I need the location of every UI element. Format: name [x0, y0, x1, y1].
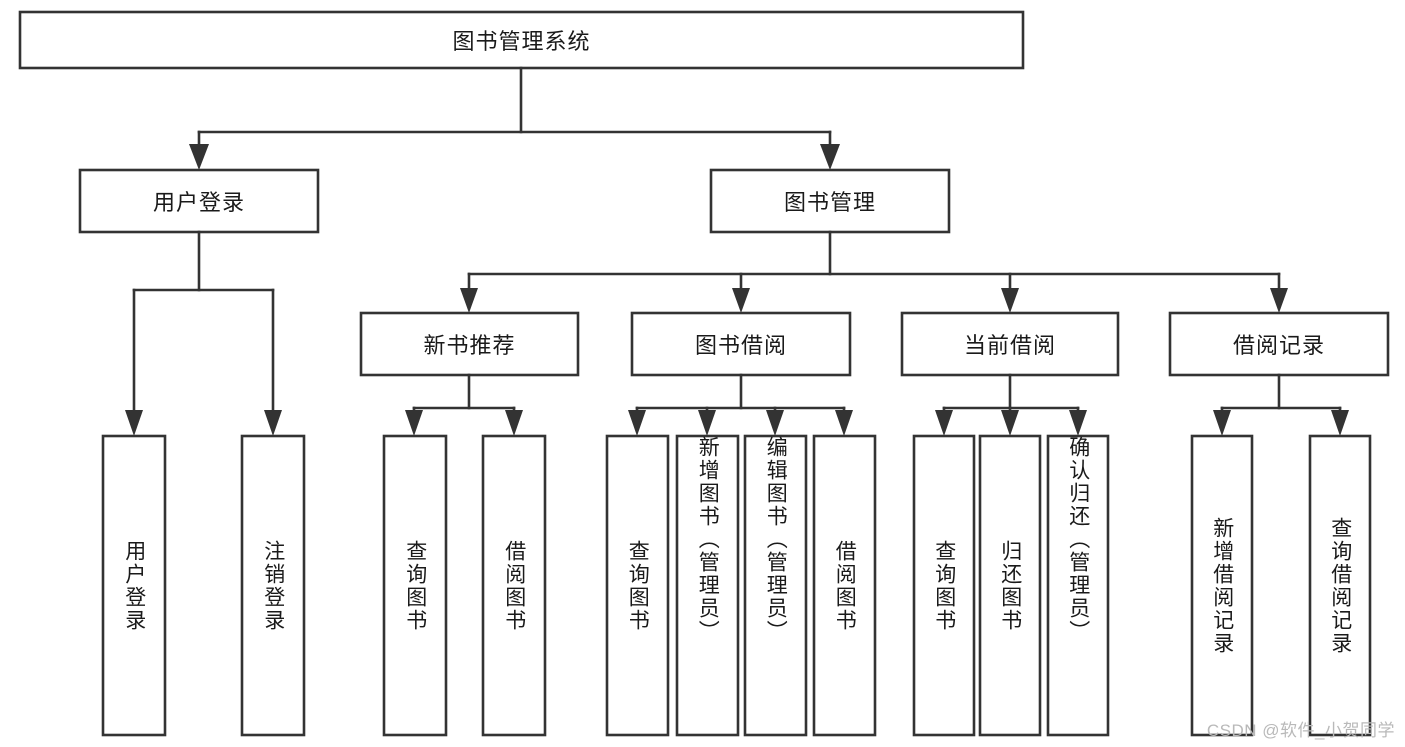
arrow-bm-to-borrow-record	[1270, 288, 1288, 313]
node-leaf-borrow-book-1-box[interactable]	[481, 434, 547, 737]
node-book-manage-box[interactable]	[709, 168, 951, 234]
node-leaf-query-book-3-box[interactable]	[912, 434, 976, 737]
arrow-cb-to-confirm-return	[1069, 410, 1087, 436]
node-leaf-query-record-box[interactable]	[1308, 434, 1372, 737]
node-new-book-rec-box[interactable]	[359, 311, 580, 377]
node-leaf-add-record-box[interactable]	[1190, 434, 1254, 737]
node-leaf-user-login-box[interactable]	[101, 434, 167, 737]
arrow-cb-to-query-book	[935, 410, 953, 436]
node-leaf-query-book-2-box[interactable]	[605, 434, 670, 737]
arrow-user-login-to-leaf-2	[264, 410, 282, 436]
node-leaf-query-book-1-box[interactable]	[382, 434, 448, 737]
arrow-bb-to-query-book	[628, 410, 646, 436]
arrow-br-to-query-record	[1331, 410, 1349, 436]
node-book-borrow-box[interactable]	[630, 311, 852, 377]
node-leaf-return-book-box[interactable]	[978, 434, 1042, 737]
arrow-nbr-to-borrow-book	[505, 410, 523, 436]
arrow-bm-to-new-book-rec	[460, 288, 478, 313]
csdn-watermark: CSDN @软件_小贺同学	[1206, 721, 1395, 740]
arrow-bb-to-edit-book	[766, 410, 784, 436]
arrow-root-to-user-login	[189, 144, 209, 170]
node-user-login-box[interactable]	[78, 168, 320, 234]
node-current-borrow-box[interactable]	[900, 311, 1120, 377]
arrow-bm-to-current-borrow	[1001, 288, 1019, 313]
arrow-user-login-to-leaf-1	[125, 410, 143, 436]
node-borrow-record-box[interactable]	[1168, 311, 1390, 377]
node-leaf-edit-book-box[interactable]	[743, 434, 808, 737]
node-leaf-user-logout-box[interactable]	[240, 434, 306, 737]
node-leaf-confirm-return-box[interactable]	[1046, 434, 1110, 737]
arrow-bm-to-book-borrow	[732, 288, 750, 313]
arrow-bb-to-add-book	[698, 410, 716, 436]
arrow-nbr-to-query-book	[405, 410, 423, 436]
node-leaf-add-book-box[interactable]	[675, 434, 740, 737]
arrow-br-to-add-record	[1213, 410, 1231, 436]
node-root-box[interactable]	[18, 10, 1025, 70]
arrow-cb-to-return-book	[1001, 410, 1019, 436]
arrow-root-to-book-manage	[820, 144, 840, 170]
arrow-bb-to-borrow-book	[835, 410, 853, 436]
node-leaf-borrow-book-2-box[interactable]	[812, 434, 877, 737]
